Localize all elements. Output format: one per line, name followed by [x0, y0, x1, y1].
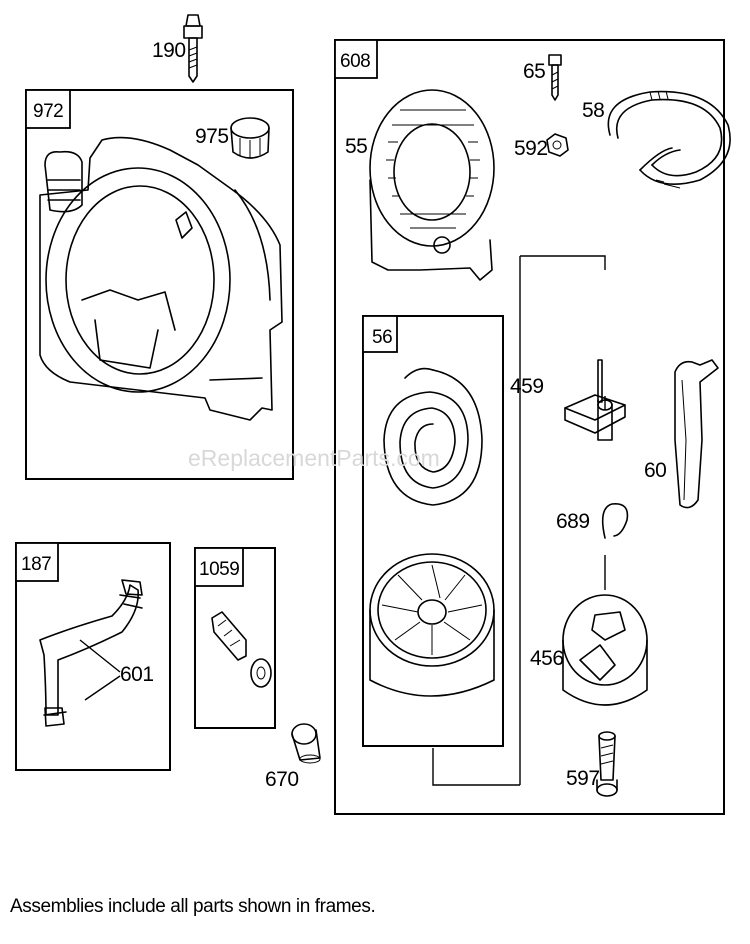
screw-65-part: 65: [523, 54, 562, 101]
frame-608: 608: [334, 39, 725, 815]
starter-housing-55-part: 55: [345, 89, 495, 281]
part-975-label: 975: [195, 125, 229, 148]
frame-1059: 1059: [194, 547, 276, 729]
part-597-label: 597: [566, 767, 600, 790]
frame-608-label: 608: [340, 51, 370, 72]
part-689-label: 689: [556, 510, 590, 533]
part-592-label: 592: [514, 137, 548, 160]
frame-187: 187: [15, 542, 171, 771]
screw-597-part: 597: [566, 731, 618, 797]
spring-part: [383, 367, 483, 506]
bushing-670-part: 670: [265, 723, 321, 791]
leader-bracket: [432, 255, 606, 786]
frame-56: 56: [362, 315, 504, 747]
handle-60-part: 60: [644, 359, 719, 509]
part-55-label: 55: [345, 135, 367, 158]
dog-459-part: 459: [510, 359, 626, 441]
part-456-label: 456: [530, 647, 564, 670]
bolt-190-part: 190: [152, 14, 203, 83]
watermark: eReplacementParts.com: [188, 445, 440, 471]
part-670-label: 670: [265, 768, 299, 791]
retainer-456-part: 456: [530, 594, 648, 706]
part-459-label: 459: [510, 375, 544, 398]
part-601-label: 601: [120, 663, 154, 686]
frame-56-label: 56: [372, 327, 392, 348]
frame-187-label: 187: [21, 554, 51, 575]
part-190-label: 190: [152, 39, 186, 62]
nut-592-part: 592: [514, 133, 569, 160]
part-65-label: 65: [523, 60, 545, 83]
part-58-label: 58: [582, 99, 604, 122]
fitting-1059-part: [211, 611, 272, 688]
frame-972-label: 972: [33, 101, 63, 122]
cap-975-part: 975: [195, 117, 270, 159]
rope-58-part: 58: [582, 90, 731, 189]
blower-housing-part: [39, 136, 283, 421]
pulley-part: [369, 553, 495, 697]
footnote: Assemblies include all parts shown in fr…: [10, 896, 375, 917]
part-60-label: 60: [644, 459, 666, 482]
clip-689-part: 689: [556, 503, 629, 539]
fuel-line-601-part: 601: [39, 579, 154, 727]
frame-1059-label: 1059: [199, 559, 239, 580]
frame-972: 972: [25, 89, 294, 480]
